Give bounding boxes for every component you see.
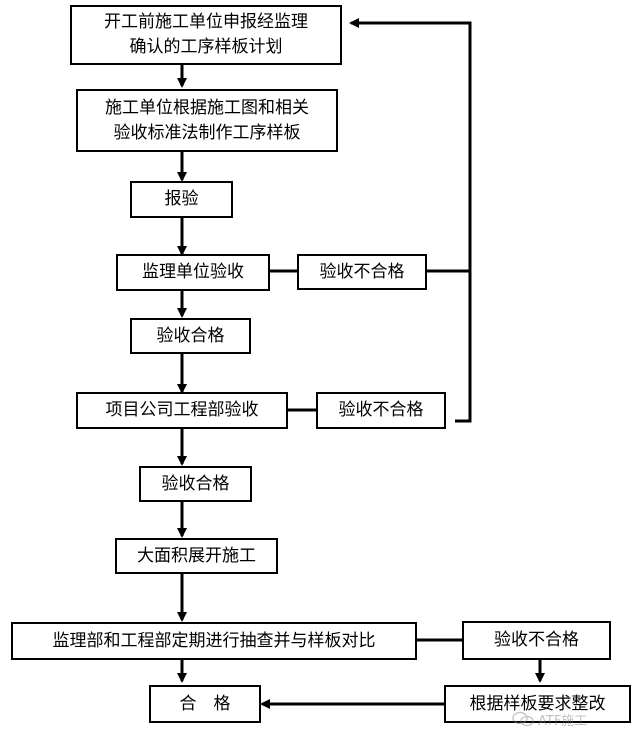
watermark-text: ATF施工 [538,713,588,729]
pass-box: 合 格 [149,685,261,723]
step3-box: 报验 [130,181,233,218]
step4-reject-box: 验收不合格 [297,254,427,290]
step9-reject-box: 验收不合格 [462,621,611,660]
step9-box: 监理部和工程部定期进行抽查并与样板对比 [11,622,417,660]
step4-box: 监理单位验收 [116,254,270,291]
step6-box: 项目公司工程部验收 [76,392,288,429]
step5-box: 验收合格 [130,318,251,354]
feedback-line-step6 [455,271,472,423]
step7-box: 验收合格 [139,466,252,502]
step8-box: 大面积展开施工 [115,538,278,574]
feedback-line-step4 [349,18,472,273]
step6-reject-box: 验收不合格 [316,392,446,429]
step1-box: 开工前施工单位申报经监理 确认的工序样板计划 [70,5,342,65]
step2-box: 施工单位根据施工图和相关 验收标准法制作工序样板 [76,89,338,152]
watermark: ATF施工 [512,705,632,733]
rectify-box: 根据样板要求整改 [444,685,631,723]
wechat-logo-icon [512,711,534,727]
